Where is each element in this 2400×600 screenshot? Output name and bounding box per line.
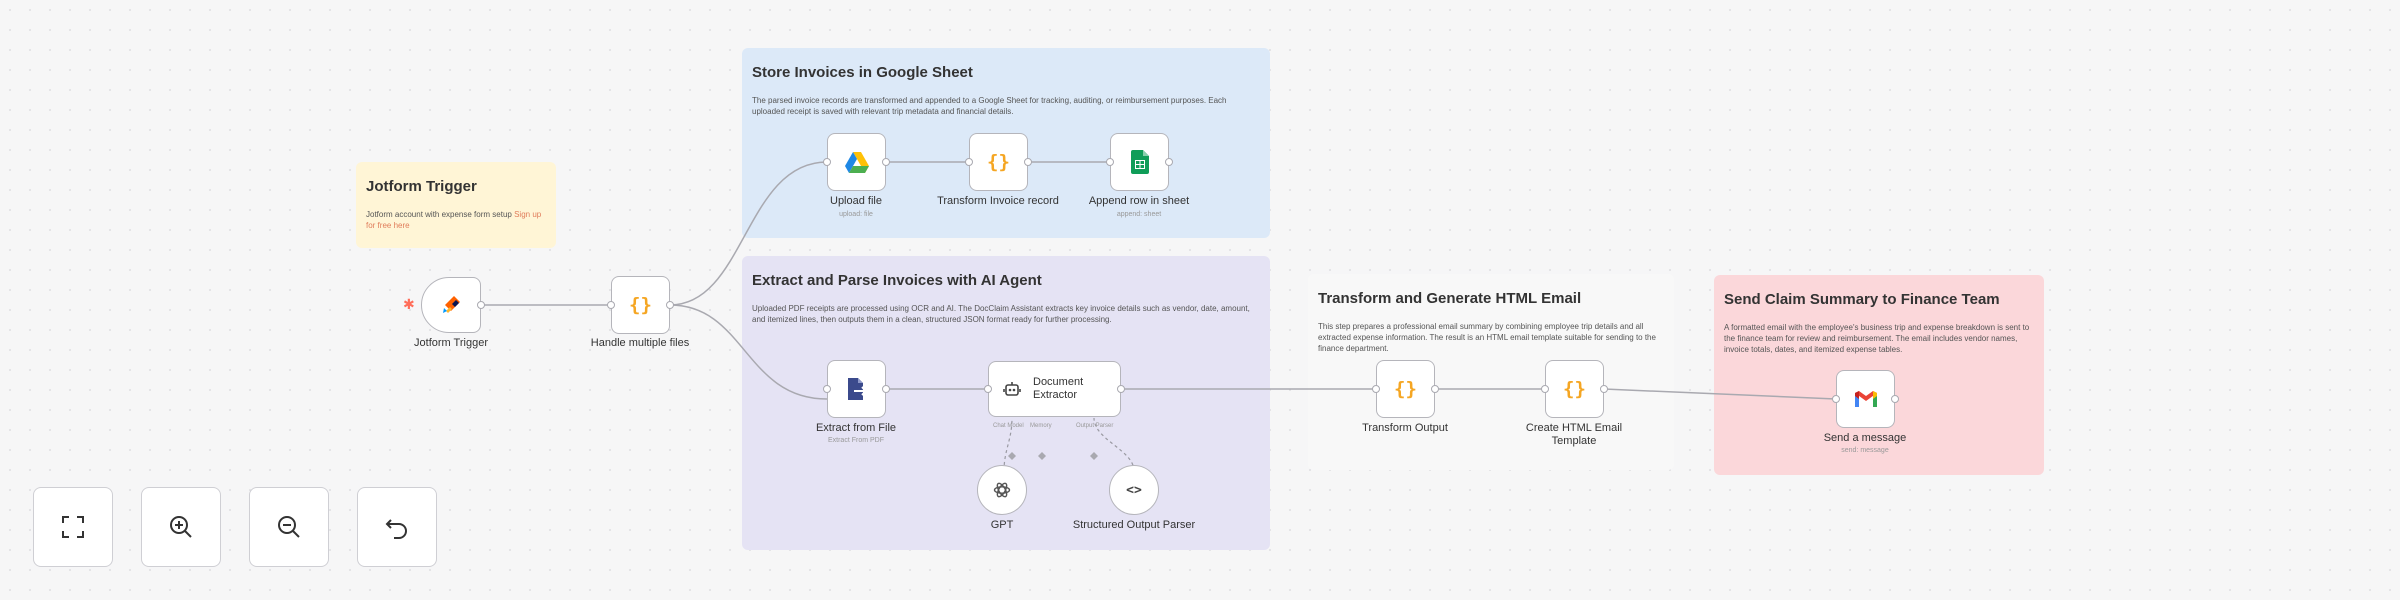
node-structured-output-parser[interactable]: <> (1109, 465, 1159, 515)
gmail-icon (1854, 391, 1877, 407)
google-sheets-icon (1130, 150, 1149, 174)
node-sublabel: append: sheet (1116, 211, 1162, 218)
node-handle-multiple-files[interactable]: {} (607, 276, 674, 334)
node-label: Append row in sheet (1088, 195, 1190, 207)
output-port[interactable] (1891, 395, 1899, 403)
sticky-title: Extract and Parse Invoices with AI Agent (752, 272, 1042, 289)
google-drive-icon (844, 152, 869, 173)
fit-to-view-button[interactable] (33, 487, 113, 567)
zoom-in-button[interactable] (141, 487, 221, 567)
connection-gpt-chatmodel (1003, 417, 1013, 472)
input-port[interactable] (965, 158, 973, 166)
node-transform-invoice-record[interactable]: {} (965, 133, 1032, 191)
connection-handle-extract (669, 304, 828, 400)
output-port[interactable] (1600, 385, 1608, 393)
trigger-asterisk-icon: ✱ (403, 296, 415, 312)
code-tag-icon: <> (1126, 482, 1142, 498)
node-label: Transform Output (1362, 422, 1448, 434)
port-label-memory: Memory (1030, 423, 1052, 429)
node-send-a-message[interactable] (1832, 370, 1899, 428)
output-port[interactable] (882, 158, 890, 166)
sub-port-memory (1038, 452, 1046, 460)
output-port[interactable] (882, 385, 890, 393)
node-label: Structured Output Parser (1072, 519, 1196, 531)
zoom-in-icon (170, 516, 192, 538)
output-port[interactable] (477, 301, 485, 309)
input-port[interactable] (607, 301, 615, 309)
sticky-transform-email[interactable]: Transform and Generate HTML Email This s… (1308, 274, 1674, 470)
node-sublabel: send: message (1841, 447, 1889, 454)
jotform-icon (443, 296, 460, 313)
node-gpt[interactable] (977, 465, 1027, 515)
sticky-text: This step prepares a professional email … (1318, 322, 1656, 353)
node-label: Upload file (830, 195, 882, 207)
file-extract-icon (847, 378, 867, 400)
output-port[interactable] (666, 301, 674, 309)
input-port[interactable] (1832, 395, 1840, 403)
connection-handle-upload (669, 161, 828, 306)
input-port[interactable] (823, 385, 831, 393)
code-braces-icon: {} (1394, 378, 1417, 400)
sticky-title: Send Claim Summary to Finance Team (1724, 291, 2000, 308)
input-port[interactable] (1106, 158, 1114, 166)
sticky-text: Jotform account with expense form setup … (366, 210, 542, 230)
reset-zoom-button[interactable] (357, 487, 437, 567)
node-jotform-trigger[interactable] (421, 277, 485, 333)
node-sublabel: upload: file (839, 211, 873, 218)
output-port[interactable] (1024, 158, 1032, 166)
output-port[interactable] (1431, 385, 1439, 393)
openai-icon (993, 482, 1011, 498)
sub-port-chat (1008, 452, 1016, 460)
sticky-title: Transform and Generate HTML Email (1318, 290, 1582, 307)
robot-icon (1003, 382, 1021, 396)
sticky-title: Jotform Trigger (366, 178, 477, 195)
node-label-line1: Document (1033, 376, 1084, 388)
node-extract-from-file[interactable] (823, 360, 890, 418)
input-port[interactable] (984, 385, 992, 393)
node-label: Create HTML Email Template (1525, 422, 1623, 447)
input-port[interactable] (1372, 385, 1380, 393)
sticky-text: A formatted email with the employee's bu… (1724, 323, 2030, 354)
port-label-output-parser: Output Parser (1076, 423, 1114, 429)
fit-to-view-icon (62, 516, 84, 538)
code-braces-icon: {} (629, 294, 652, 316)
input-port[interactable] (1541, 385, 1549, 393)
input-port[interactable] (823, 158, 831, 166)
node-append-row-in-sheet[interactable] (1106, 133, 1173, 191)
node-label: Handle multiple files (590, 337, 690, 349)
node-upload-file[interactable] (823, 133, 890, 191)
node-label: Extract from File (815, 422, 897, 434)
reset-icon (385, 519, 407, 539)
output-port[interactable] (1165, 158, 1173, 166)
output-port[interactable] (1117, 385, 1125, 393)
sticky-title: Store Invoices in Google Sheet (752, 64, 973, 81)
node-label: Send a message (1823, 432, 1907, 444)
connection-create-send (1603, 388, 1837, 400)
node-label: Transform Invoice record (937, 195, 1059, 207)
code-braces-icon: {} (1563, 378, 1586, 400)
signup-link[interactable]: Sign up for free here (366, 210, 542, 230)
port-label-chat-model: Chat Model (993, 423, 1024, 429)
node-transform-output[interactable]: {} (1372, 360, 1439, 418)
node-label: Jotform Trigger (414, 337, 488, 349)
node-create-html-email-template[interactable]: {} (1541, 360, 1608, 418)
node-document-extractor[interactable]: Document Extractor (984, 361, 1125, 417)
sub-port-parser (1090, 452, 1098, 460)
sticky-text: Uploaded PDF receipts are processed usin… (752, 304, 1250, 324)
node-label: GPT (990, 519, 1014, 531)
zoom-out-button[interactable] (249, 487, 329, 567)
zoom-out-icon (278, 516, 300, 538)
code-braces-icon: {} (987, 151, 1010, 173)
sticky-text: The parsed invoice records are transform… (752, 96, 1227, 116)
sticky-jotform-trigger[interactable]: Jotform Trigger Jotform account with exp… (356, 162, 556, 248)
node-label-line2: Extractor (1033, 389, 1078, 401)
node-sublabel: Extract From PDF (827, 437, 884, 444)
